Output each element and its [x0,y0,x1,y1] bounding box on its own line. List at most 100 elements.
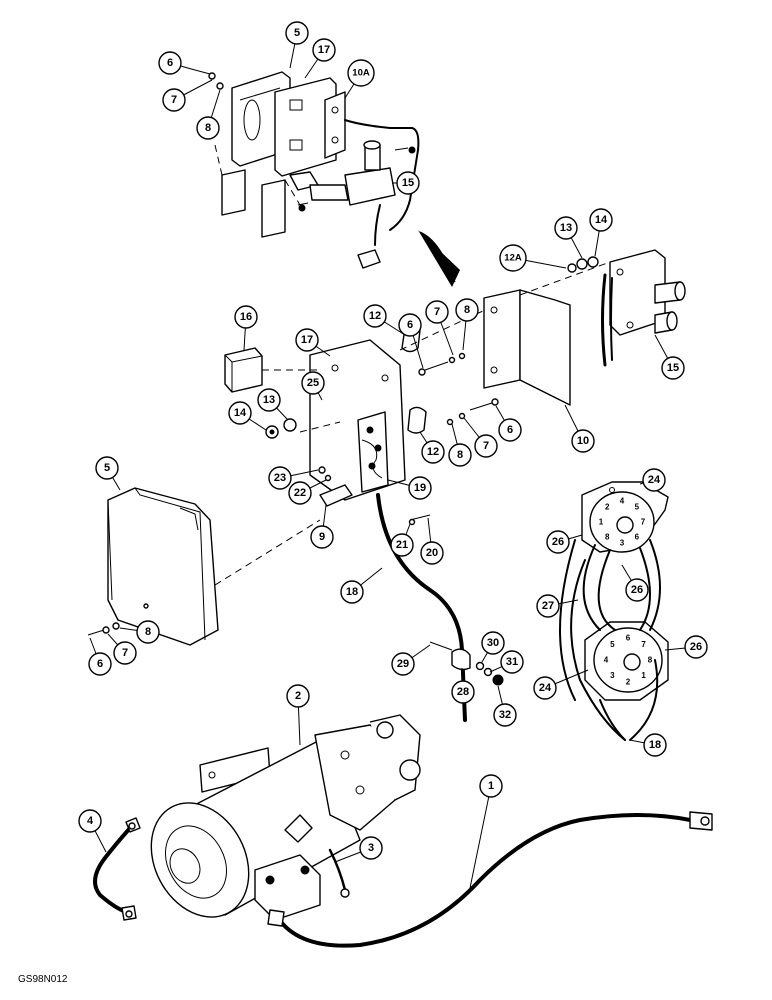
spacer-9 [319,484,353,507]
callout-circle [228,401,252,425]
callout-circle [113,641,137,665]
callout-label: 12 [427,446,439,458]
callout-14-left: 14 [228,401,252,425]
motor-end-cap [150,802,250,918]
callout-6-top: 6 [158,51,182,75]
callout-label: 10 [577,435,589,447]
bracket-10a [324,91,346,159]
callout-circle [451,680,475,704]
callout-circle [546,530,570,554]
callout-label: 6 [507,424,513,436]
callout-label: 7 [171,94,177,106]
cable-4 [93,826,132,914]
callout-26-a: 26 [546,530,570,554]
socket-pin-label: 1 [641,671,646,680]
callout-circle [408,476,432,500]
callout-label: 31 [506,656,518,668]
callout-circle [536,594,560,618]
callout-circle [571,429,595,453]
callout-label: 5 [294,27,300,39]
callout-label: 30 [487,637,499,649]
callout-circle [498,418,522,442]
socket-pin-label: 2 [626,678,631,687]
socket-pin-label: 1 [599,518,604,527]
callout-3: 3 [359,836,383,860]
callout-circle [643,733,667,757]
socket-pin-label: 7 [641,640,646,649]
callout-circle [310,525,334,549]
callout-label: 25 [307,377,319,389]
callout-29: 29 [391,652,415,676]
socket-pin-label: 2 [605,503,610,512]
callout-circle [363,304,387,328]
callout-circle [88,652,112,676]
callout-circle [288,481,312,505]
callout-6-low: 6 [498,418,522,442]
callout-label: 2 [295,690,301,702]
callout-label: 27 [542,600,554,612]
callout-13-right: 13 [554,216,578,240]
callout-label: 26 [631,584,643,596]
socket-pin-label: 3 [610,671,615,680]
callout-7-mid: 7 [425,300,449,324]
callout-circle [295,328,319,352]
callout-15-right: 15 [661,356,685,380]
callout-circle [359,836,383,860]
callout-circle [162,88,186,112]
relay-16 [224,347,263,393]
callout-label: 16 [240,311,252,323]
callout-circle [420,541,444,565]
callout-24-top: 24 [642,468,666,492]
callout-label: 6 [407,319,413,331]
callout-label: 26 [552,536,564,548]
callout-26-b: 26 [625,578,649,602]
callout-circle [398,313,422,337]
callout-16: 16 [234,305,258,329]
callout-label: 32 [499,709,511,721]
callout-circle [481,631,505,655]
callout-circle [474,434,498,458]
callout-label: 14 [234,407,247,419]
callout-label: 22 [294,487,306,499]
callout-label: 24 [648,474,661,486]
callout-label: 17 [301,334,313,346]
callout-label: 3 [368,842,374,854]
callout-8-top: 8 [196,116,220,140]
callout-12-mid: 12 [363,304,387,328]
callout-13-left: 13 [257,388,281,412]
callout-label: 4 [87,815,94,827]
callout-circle [500,650,524,674]
callout-label: 14 [595,214,608,226]
pressure-switch-top [344,167,396,206]
callout-label: 24 [539,682,552,694]
callout-circle [554,216,578,240]
callout-circle [158,51,182,75]
cover-5 [87,487,219,646]
callout-circle [196,116,220,140]
callout-label: 9 [319,531,325,543]
callout-circle [448,443,472,467]
callout-7-low: 7 [474,434,498,458]
callout-label: 26 [690,641,702,653]
callout-5-left: 5 [95,456,119,480]
socket-pin-label: 4 [620,497,625,506]
callout-25: 25 [301,371,325,395]
callout-circle [78,809,102,833]
callout-label: 17 [318,44,330,56]
callout-label: 12 [369,310,381,322]
middle-assembly [214,309,499,722]
socket-pin-label: 6 [626,634,631,643]
callout-circle [390,533,414,557]
callout-18-mid: 18 [340,580,364,604]
callout-circle [234,305,258,329]
callout-circle [95,456,119,480]
callout-label: 8 [464,304,470,316]
callout-circle [642,468,666,492]
callout-circle [589,208,613,232]
bracket-10 [483,289,521,389]
callout-27: 27 [536,594,560,618]
callout-32: 32 [493,703,517,727]
socket-pin-label: 7 [641,518,646,527]
callout-circle [421,440,445,464]
